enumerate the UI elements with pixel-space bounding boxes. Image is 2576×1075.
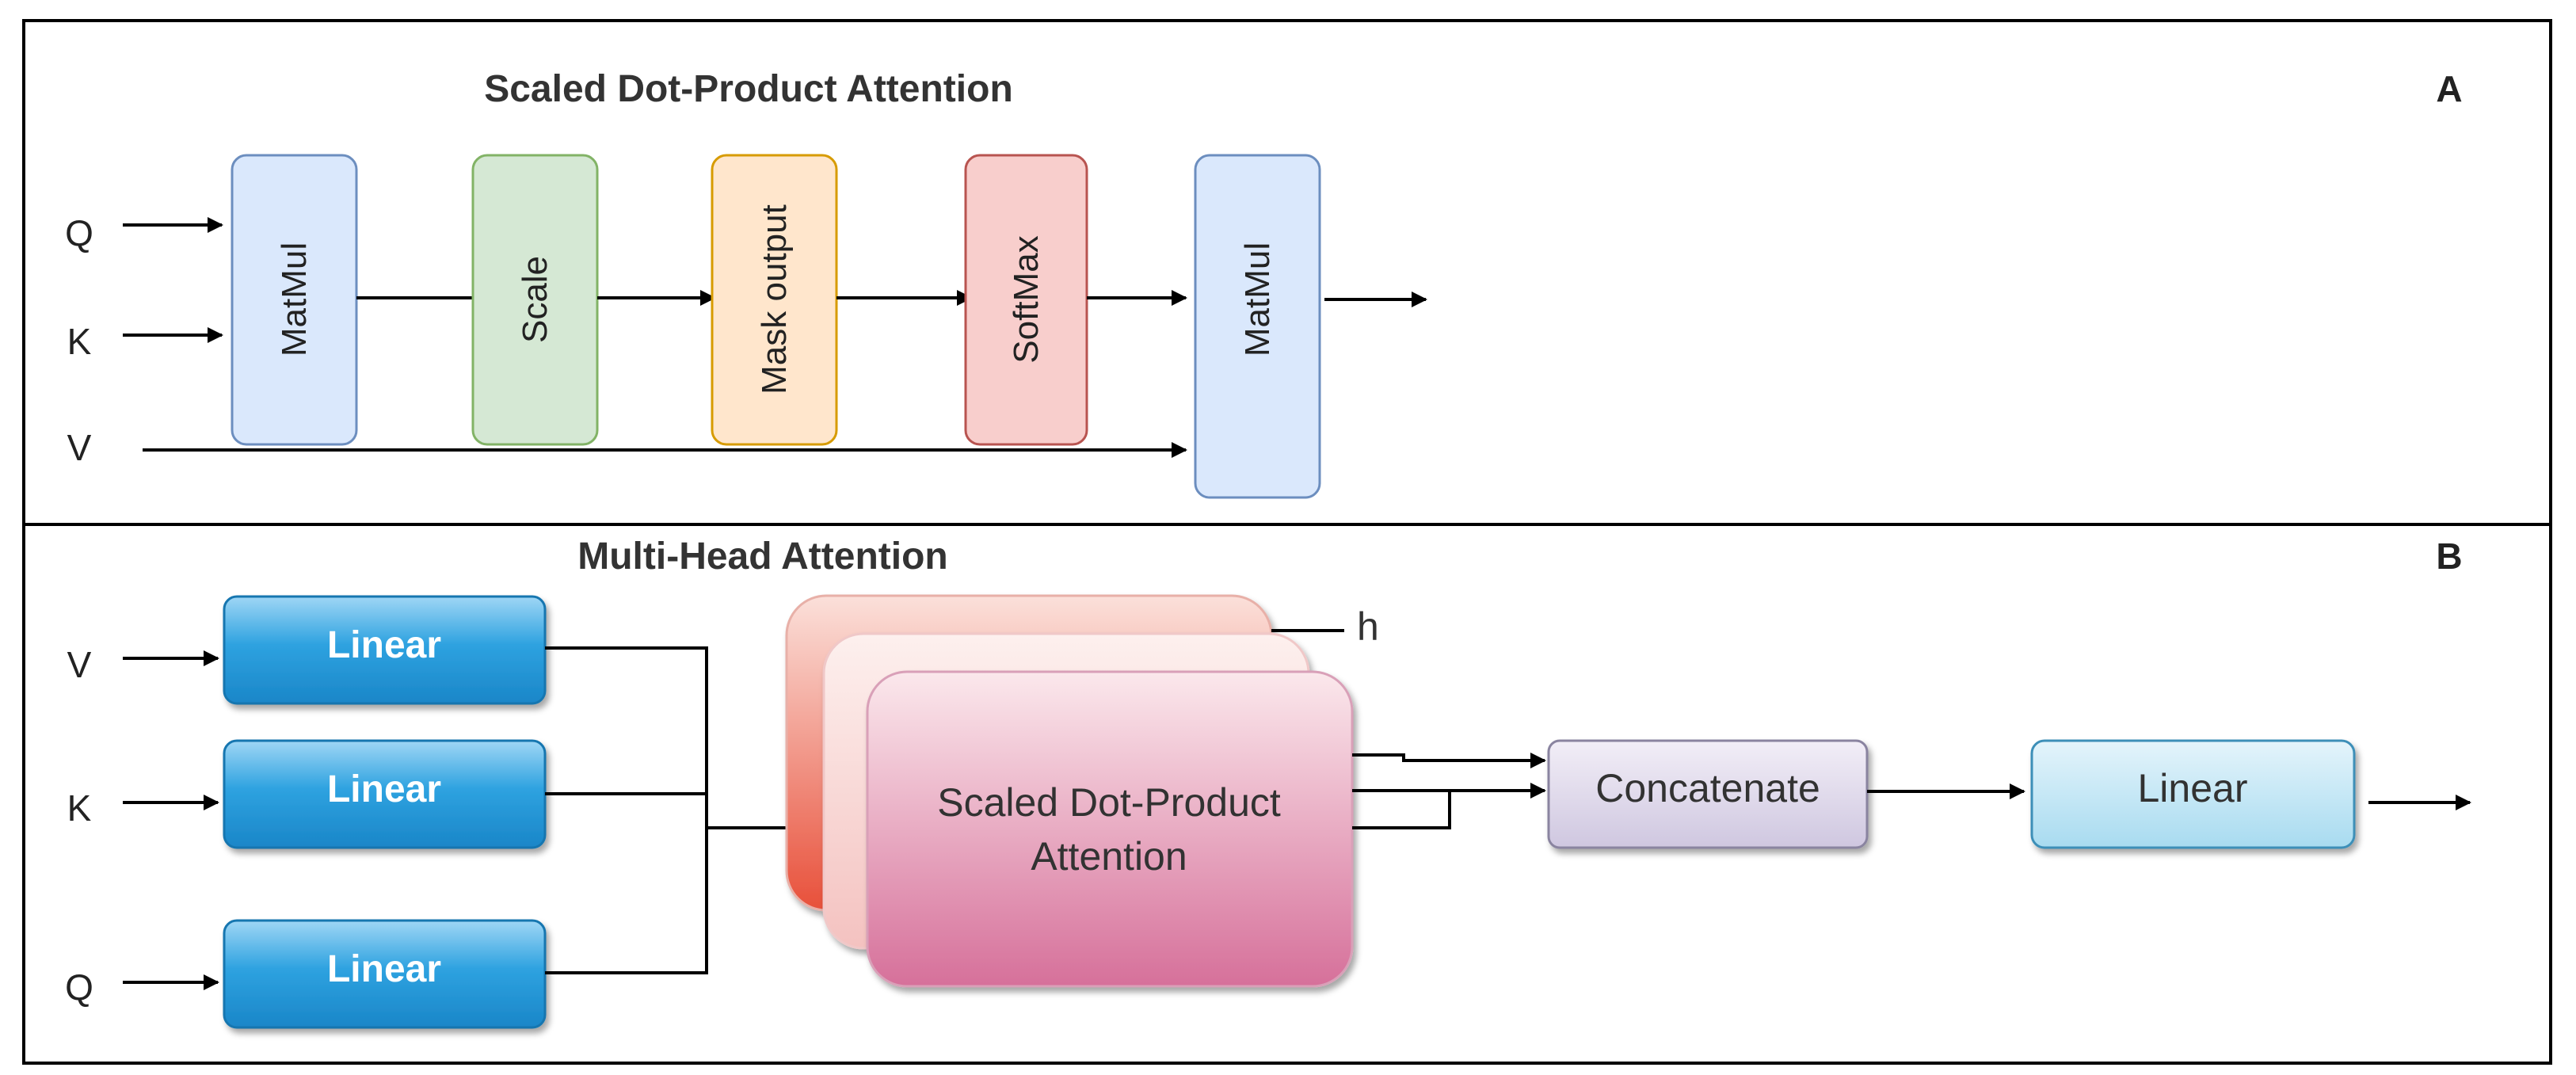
heads-count-label: h [1357,604,1379,649]
svg-text:SoftMax: SoftMax [1007,235,1046,363]
input-v-label-b: V [67,644,92,685]
panel-a: Scaled Dot-Product Attention A Q K V Mat… [65,68,2463,499]
svg-text:MatMul: MatMul [275,242,314,356]
softmax-block: SoftMax [964,154,1088,446]
svg-text:Linear: Linear [2138,766,2248,810]
connector-linear-q [545,828,708,974]
panel-b-letter: B [2436,536,2462,577]
output-linear-block: Linear [2030,739,2356,849]
panel-a-title: Scaled Dot-Product Attention [484,68,1013,110]
connector-linear-v [545,646,788,829]
matmul-block-1: MatMul [231,154,358,446]
svg-text:Mask output: Mask output [755,204,794,395]
outer-frame [22,19,2552,1065]
attention-label-line2: Attention [1031,834,1187,879]
panel-b-title: Multi-Head Attention [577,536,947,578]
svg-text:Concatenate: Concatenate [1595,766,1820,810]
panel-b: Multi-Head Attention B V K Q Linear Line… [65,536,2471,1029]
matmul-block-2: MatMul [1194,154,1321,499]
concatenate-block: Concatenate [1547,739,1869,849]
input-q-label-b: Q [65,966,93,1008]
svg-text:MatMul: MatMul [1238,242,1277,356]
svg-text:Linear: Linear [327,948,441,990]
input-k-label: K [67,321,92,362]
input-k-label-b: K [67,787,92,829]
input-q-label: Q [65,212,93,254]
input-v-label: V [67,427,92,468]
scale-block: Scale [471,154,599,446]
linear-block-v: Linear [223,595,547,705]
linear-block-k: Linear [223,739,547,849]
svg-text:Linear: Linear [327,768,441,810]
svg-text:Scale: Scale [516,256,554,343]
attention-label-line1: Scaled Dot-Product [937,780,1281,825]
connector-head-3 [1352,792,1451,829]
mask-output-block: Mask output [711,154,838,446]
connector-head-1 [1352,753,1546,768]
panel-a-letter: A [2436,68,2462,109]
linear-block-q: Linear [223,919,547,1029]
svg-text:Linear: Linear [327,624,441,666]
attention-head-front: Scaled Dot-Product Attention [866,670,1354,988]
